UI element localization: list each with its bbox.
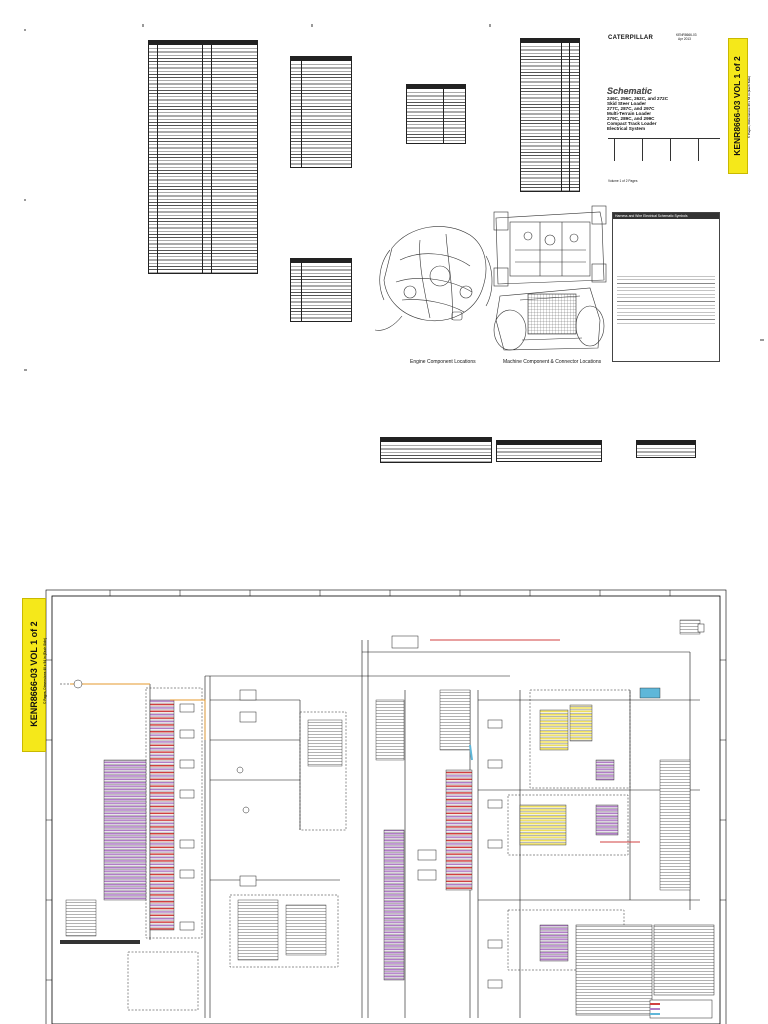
- volume-note: Volume 1 of 2 Pages: [608, 179, 638, 183]
- sheet-banner-subtitle: © Pages, Dimensions 40 x 54 in (Each Sid…: [43, 638, 47, 704]
- symbols-legend-header: [613, 213, 719, 219]
- model-line-7: Electrical System: [607, 126, 646, 131]
- machine-top-view: [493, 205, 607, 287]
- connector-stack-misc: [60, 689, 471, 961]
- component-location-table: [148, 40, 258, 274]
- component-symbols: [73, 623, 705, 989]
- sheet-banner-title: KENR8666-03 VOL 1 of 2: [29, 621, 39, 727]
- sheet-banner: KENR8666-03 VOL 1 of 2 © Pages, Dimensio…: [22, 598, 47, 752]
- connector-stack-left: [103, 699, 175, 931]
- model-line-2: Skid Steer Loader: [607, 101, 647, 106]
- module-boxes: [127, 687, 631, 1011]
- cover-banner: KENR8666-03 VOL 1 of 2 © Pages, Dimensio…: [728, 38, 751, 174]
- notes-blocks: [575, 924, 715, 1019]
- connector-table-1: [290, 56, 352, 168]
- engine-locations-caption: Engine Component Locations: [410, 359, 476, 365]
- wire-table-2: [496, 440, 602, 462]
- connector-table-4: [520, 38, 580, 192]
- connector-stack-right: [519, 619, 701, 962]
- machine-rear-view: [493, 287, 605, 351]
- colored-wire-traces: [70, 639, 640, 843]
- table-grid: [149, 46, 257, 273]
- machine-locations-caption: Machine Component & Connector Locations: [503, 359, 602, 365]
- schematic-title: Schematic: [607, 86, 653, 96]
- symbols-legend: Harness and Wire Electrical Schematic Sy…: [612, 212, 720, 362]
- model-line-4: Multi-Terrain Loader: [607, 111, 652, 116]
- symbols-legend-title: Harness and Wire Electrical Schematic Sy…: [615, 213, 688, 218]
- caterpillar-logo: CATERPILLAR: [608, 35, 654, 41]
- connector-stack-center: [375, 699, 473, 981]
- connector-table-3: [406, 84, 466, 144]
- doc-date: Apr 2013: [678, 37, 691, 41]
- model-line-5: 279C, 289C, and 299C: [607, 116, 655, 121]
- wire-table-3: [636, 440, 696, 458]
- doc-ref: KENR8666-03: [676, 33, 697, 37]
- title-block: Schematic 246C, 256C, 262C, and 272C Ski…: [607, 86, 727, 131]
- engine-illustration: [374, 226, 493, 331]
- serial-number-grid: [608, 138, 720, 161]
- connector-table-2: [290, 258, 352, 322]
- wire-table-1: [380, 437, 492, 463]
- model-line-1: 246C, 256C, 262C, and 272C: [607, 96, 669, 101]
- model-line-3: 277C, 287C, and 297C: [607, 106, 655, 111]
- model-line-6: Compact Track Loader: [607, 121, 657, 126]
